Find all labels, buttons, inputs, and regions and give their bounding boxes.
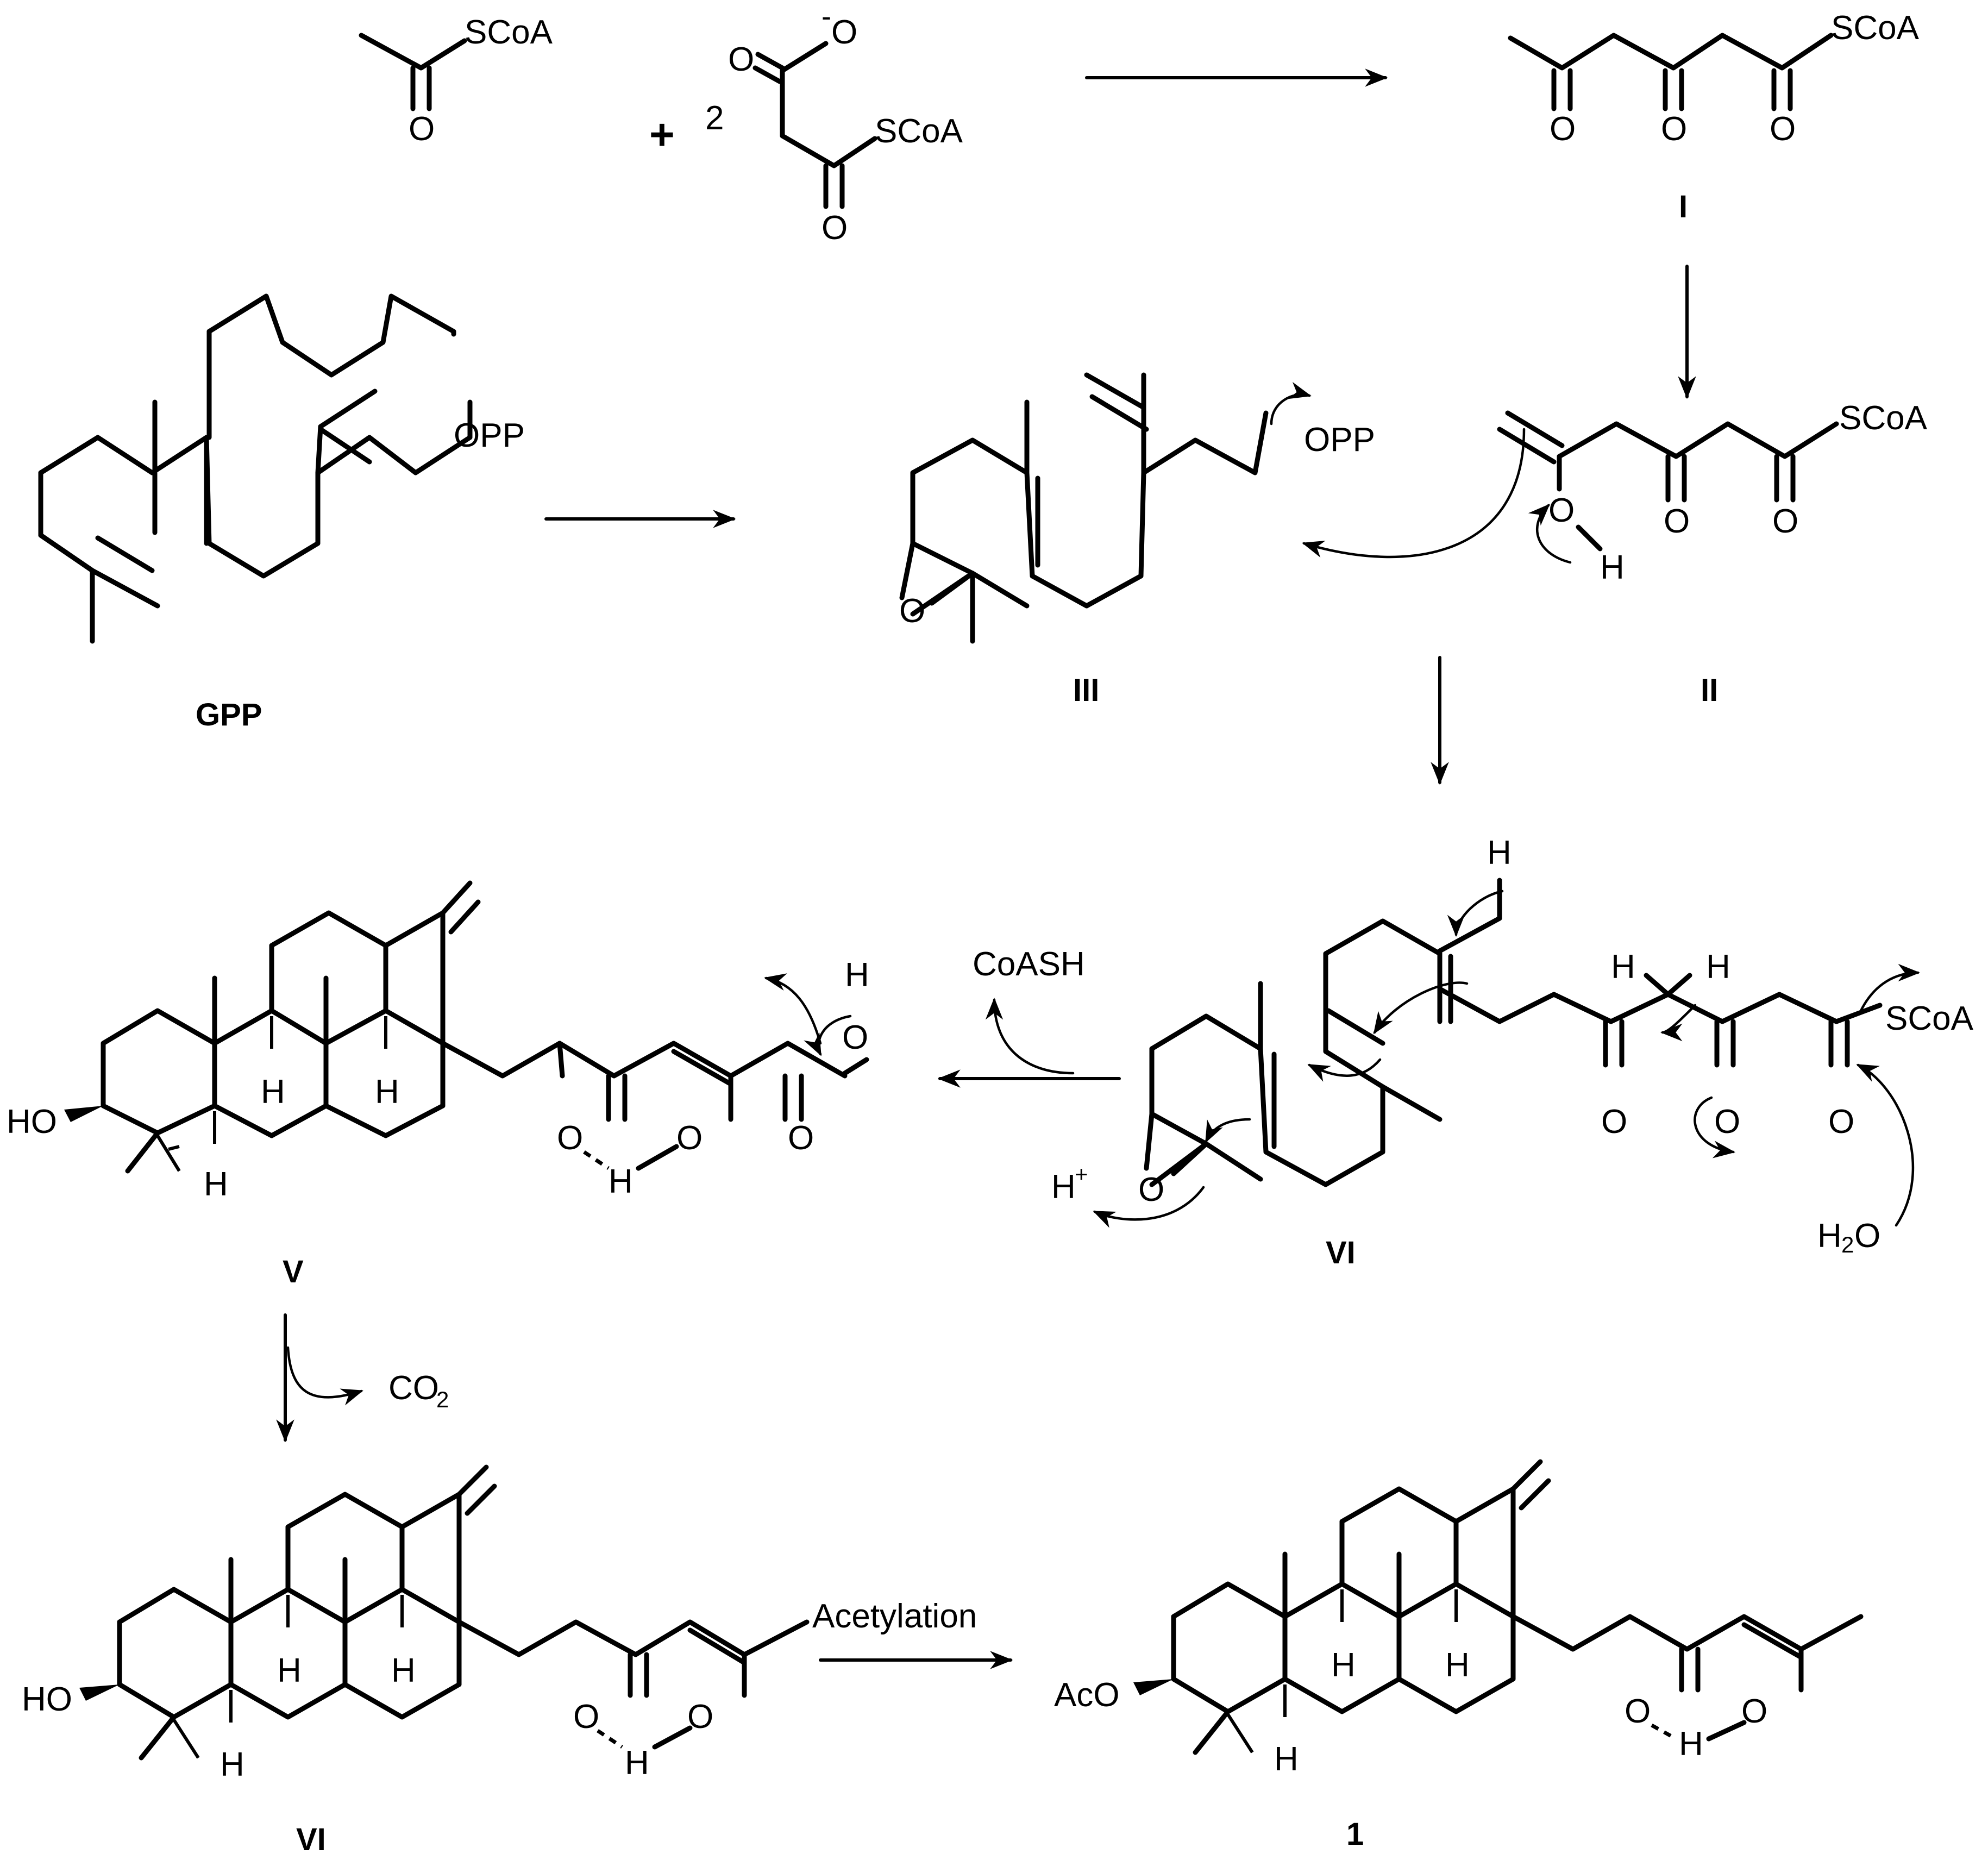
VI-int-epoxide-o: O (1138, 1171, 1164, 1208)
malonyl-coa-structure: O O - SCoA O (728, 0, 963, 247)
V-acid-h: H (845, 956, 869, 994)
1-h1: H (1331, 1646, 1356, 1684)
VI-prod-ho: HO (22, 1681, 72, 1718)
I-o1: O (1550, 110, 1576, 148)
1-h3: H (1274, 1740, 1299, 1778)
V-o2: O (676, 1119, 703, 1157)
II-scoa: SCoA (1839, 399, 1928, 437)
II-o2: O (1664, 503, 1690, 540)
I-scoa: SCoA (1831, 9, 1920, 47)
V-h2: H (375, 1073, 399, 1111)
VI-int-h-top: H (1487, 834, 1512, 872)
compound-V-structure (64, 880, 869, 1174)
II-enol-h: H (1600, 549, 1625, 586)
III-opp: OPP (1304, 421, 1375, 459)
V-acid-o: O (842, 1019, 868, 1056)
VI-int-h-plus: H (1051, 1168, 1076, 1206)
VI-prod-h2: H (391, 1652, 416, 1689)
compound-VI-product-structure (79, 1464, 810, 1761)
plus-sign: + (649, 110, 675, 159)
V-ho: HO (7, 1103, 57, 1141)
V-h1: H (261, 1073, 285, 1111)
gpp-structure (38, 293, 473, 644)
h2o-o: O (1854, 1217, 1880, 1255)
V-hbond-h: H (609, 1163, 633, 1200)
co2-label: CO (388, 1369, 439, 1407)
1-hbond-h: H (1679, 1725, 1703, 1763)
1-o1: O (1625, 1693, 1651, 1730)
acetylation-label: Acetylation (812, 1598, 977, 1635)
VI-prod-hbond-h: H (625, 1744, 649, 1782)
label-VI-mid: VI (1326, 1235, 1356, 1270)
II-enol-o: O (1548, 492, 1575, 529)
1-aco: AcO (1054, 1676, 1120, 1714)
VI-int-h-b: H (1706, 948, 1730, 986)
label-GPP: GPP (196, 697, 262, 732)
III-epoxide-o: O (899, 592, 925, 630)
1-o2: O (1741, 1693, 1767, 1730)
I-o2: O (1661, 110, 1687, 148)
malonyl-keto-o-label: O (821, 209, 848, 247)
compound-VI-intermediate-structure (1144, 878, 1883, 1187)
1-h2: H (1445, 1646, 1470, 1684)
VI-prod-h3: H (220, 1746, 244, 1783)
compound-III-structure (899, 372, 1269, 644)
compound-1-structure (1133, 1459, 1864, 1755)
label-VI-bottom: VI (296, 1822, 326, 1857)
VI-prod-o1: O (573, 1698, 599, 1736)
label-II: II (1701, 673, 1718, 708)
acetyl-coa-scoa-label: SCoA (465, 14, 553, 51)
malonyl-charge-label: - (821, 0, 831, 33)
label-III: III (1073, 673, 1099, 708)
V-o1: O (557, 1119, 583, 1157)
malonyl-scoa-label: SCoA (875, 112, 963, 150)
VI-prod-h1: H (277, 1652, 302, 1689)
VI-prod-o2: O (687, 1698, 713, 1736)
VI-int-o3: O (1828, 1103, 1854, 1141)
VI-int-plus-sup: + (1075, 1161, 1088, 1187)
acetyl-coa-structure: SCoA O (359, 14, 553, 148)
VI-int-scoa: SCoA (1885, 1000, 1974, 1037)
VI-int-o2: O (1714, 1103, 1740, 1141)
label-1: 1 (1346, 1817, 1364, 1852)
compound-II-structure: O H O O SCoA (1497, 399, 1928, 586)
malonyl-coefficient: 2 (705, 99, 724, 137)
I-o3: O (1770, 110, 1796, 148)
h2o-sub: 2 (1841, 1232, 1854, 1257)
mechanism-curly-arrows (764, 381, 1921, 1228)
VI-int-h-a: H (1611, 948, 1635, 986)
h2o-h: H (1817, 1217, 1842, 1255)
label-I: I (1679, 189, 1688, 224)
co2-subscript: 2 (436, 1387, 449, 1412)
compound-I-structure: O O O SCoA (1508, 9, 1920, 148)
malonyl-carboxyl-o-label: O (728, 41, 754, 78)
II-o3: O (1772, 503, 1798, 540)
V-h3: H (204, 1166, 228, 1203)
label-V: V (283, 1254, 304, 1289)
VI-int-o1: O (1601, 1103, 1627, 1141)
V-o3: O (788, 1119, 814, 1157)
gpp-opp: OPP (454, 417, 525, 454)
malonyl-carboxylate-o-label: O (831, 14, 857, 51)
acetyl-coa-o-label: O (409, 110, 435, 148)
coash-label: CoASH (973, 945, 1085, 983)
